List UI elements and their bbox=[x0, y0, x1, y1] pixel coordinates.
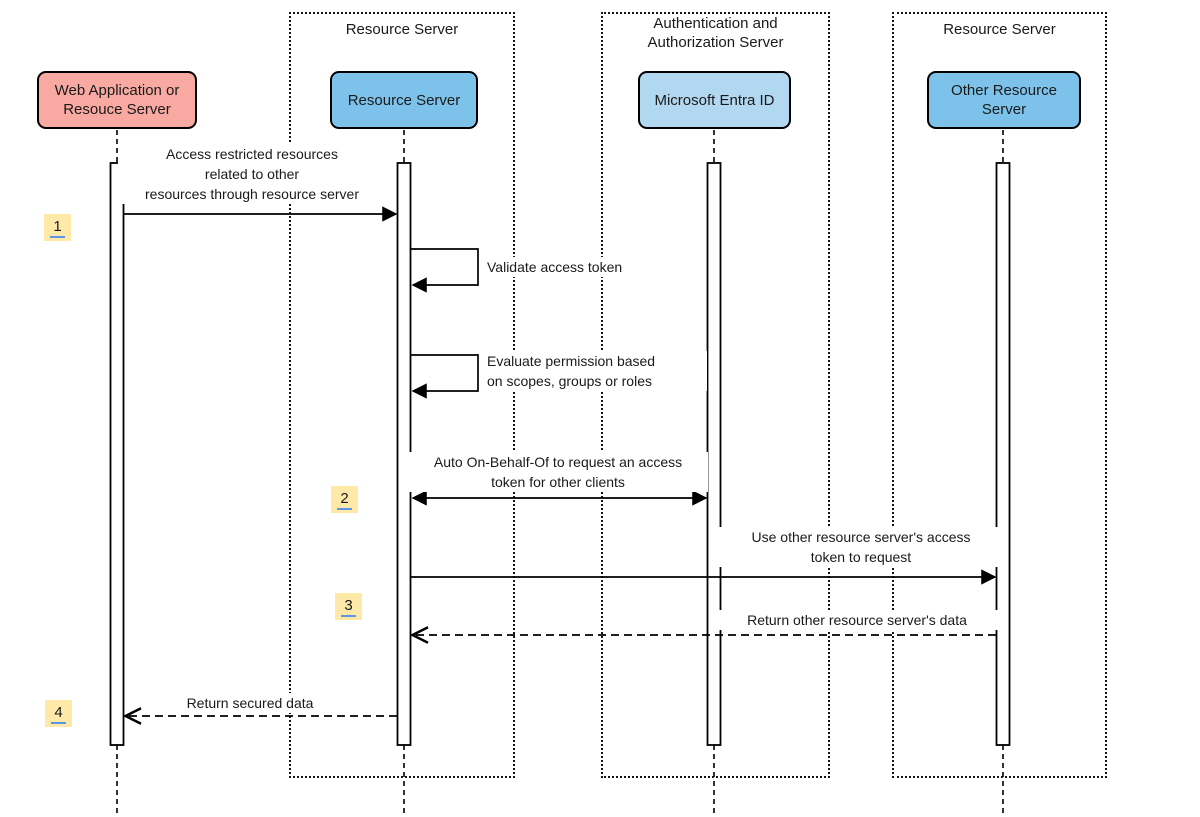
message-use-other-token: Use other resource server's access token… bbox=[718, 527, 1004, 567]
message-validate-access-token: Validate access token bbox=[487, 257, 677, 277]
step-badge-4: 4 bbox=[45, 700, 72, 727]
actor-resource-server: Resource Server bbox=[330, 71, 478, 129]
group-frame-auth-server bbox=[601, 12, 830, 778]
message-auto-on-behalf-of: Auto On-Behalf-Of to request an access t… bbox=[408, 452, 708, 492]
activation-bar-entra-id bbox=[706, 162, 722, 746]
arrow-self-evaluate-permission bbox=[411, 354, 479, 399]
actor-other-resource-server: Other Resource Server bbox=[927, 71, 1081, 129]
actor-web-application-or-resouce-server: Web Application or Resouce Server bbox=[37, 71, 197, 129]
group-label-auth-server: Authentication and Authorization Server bbox=[647, 15, 784, 51]
lifeline-dashes-bottom bbox=[116, 745, 1004, 813]
group-frame-resource-server-left bbox=[289, 12, 515, 778]
message-return-secured-data: Return secured data bbox=[155, 693, 345, 713]
step-badge-1: 1 bbox=[44, 214, 71, 241]
lifeline-dashes-top bbox=[116, 130, 1004, 163]
message-access-restricted-resources: Access restricted resources related to o… bbox=[118, 144, 386, 204]
activation-bar-other-resource-server bbox=[995, 162, 1011, 746]
message-evaluate-permission: Evaluate permission based on scopes, gro… bbox=[487, 351, 707, 391]
step-number-4: 4 bbox=[51, 704, 66, 724]
arrow-self-validate-token bbox=[411, 248, 479, 293]
group-label-resource-server-left: Resource Server bbox=[345, 21, 459, 38]
step-number-2: 2 bbox=[337, 490, 352, 510]
actor-microsoft-entra-id: Microsoft Entra ID bbox=[638, 71, 791, 129]
activation-bar-web-app bbox=[109, 162, 125, 746]
step-badge-3: 3 bbox=[335, 593, 362, 620]
step-badge-2: 2 bbox=[331, 486, 358, 513]
message-return-other-data: Return other resource server's data bbox=[712, 610, 1002, 630]
step-number-3: 3 bbox=[341, 597, 356, 617]
group-frame-resource-server-right bbox=[892, 12, 1107, 778]
group-label-resource-server-right: Resource Server bbox=[943, 21, 1056, 38]
step-number-1: 1 bbox=[50, 218, 65, 238]
activation-bars bbox=[109, 162, 1011, 746]
